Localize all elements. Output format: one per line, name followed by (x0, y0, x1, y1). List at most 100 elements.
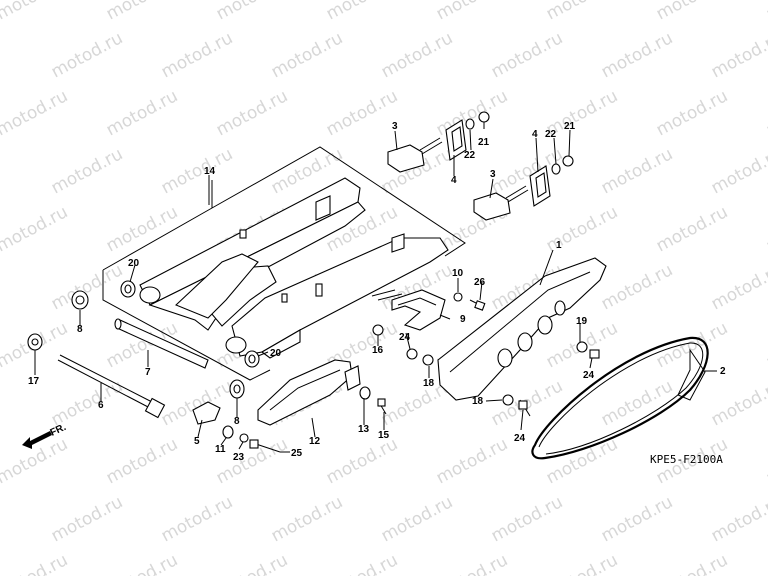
watermark-text: motod.ru (763, 550, 768, 576)
callout-21-right: 21 (564, 121, 576, 132)
watermark-text: motod.ru (0, 202, 71, 256)
callout-24-upper: 24 (399, 332, 411, 343)
watermark-text: motod.ru (103, 434, 181, 488)
callout-6: 6 (98, 400, 104, 411)
callout-25: 25 (291, 448, 303, 459)
spacer-right (229, 379, 245, 399)
nut-16 (372, 324, 384, 336)
bolt-25 (249, 439, 281, 453)
callout-18-lower: 18 (472, 396, 484, 407)
callout-9: 9 (460, 314, 466, 325)
collar-19 (576, 341, 588, 353)
callout-24-right: 24 (583, 370, 595, 381)
watermark-text: motod.ru (543, 550, 621, 576)
diagram-code: KPE5-F2100A (650, 453, 723, 466)
watermark-text: motod.ru (763, 434, 768, 488)
pivot-nut (27, 333, 43, 351)
watermark-text: motod.ru (323, 434, 401, 488)
pivot-bolt (57, 354, 166, 419)
callout-26: 26 (474, 277, 486, 288)
watermark-text: motod.ru (598, 492, 676, 546)
callout-17: 17 (28, 376, 40, 387)
watermark-text: motod.ru (763, 86, 768, 140)
watermark-text: motod.ru (213, 86, 291, 140)
bushing-upper-left (120, 280, 136, 298)
guide-5 (192, 401, 221, 425)
watermark-text: motod.ru (708, 376, 768, 430)
watermark-text: motod.ru (763, 0, 768, 24)
watermark-text: motod.ru (653, 550, 731, 576)
watermark-text: motod.ru (708, 144, 768, 198)
adjuster-nut-right (562, 155, 574, 167)
watermark-text: motod.ru (103, 86, 181, 140)
drive-chain (531, 336, 709, 460)
callout-12: 12 (309, 436, 321, 447)
chain-slider-bracket (391, 289, 446, 331)
callout-16: 16 (372, 345, 384, 356)
watermark-text: motod.ru (708, 492, 768, 546)
watermark-text: motod.ru (268, 492, 346, 546)
callout-20-upper: 20 (128, 258, 140, 269)
callout-3-left: 3 (392, 121, 398, 132)
watermark-text: motod.ru (598, 260, 676, 314)
watermark-text: motod.ru (48, 376, 126, 430)
watermark-text: motod.ru (158, 28, 236, 82)
adjuster-nut-left (478, 111, 490, 123)
callout-2: 2 (720, 366, 726, 377)
callout-7: 7 (145, 367, 151, 378)
callout-3-right: 3 (490, 169, 496, 180)
callout-20-lower: 20 (270, 348, 282, 359)
callout-8-left: 8 (77, 324, 83, 335)
watermark-text: motod.ru (708, 260, 768, 314)
bolt-24-case (589, 349, 600, 359)
watermark-text: motod.ru (323, 0, 401, 24)
watermark-text: motod.ru (763, 318, 768, 372)
pivot-collar (114, 318, 209, 369)
watermark-text: motod.ru (763, 202, 768, 256)
watermark-text: motod.ru (598, 376, 676, 430)
bolt-10 (453, 292, 463, 302)
watermark-text: motod.ru (158, 492, 236, 546)
watermark-text: motod.ru (213, 0, 291, 24)
swingarm (139, 177, 449, 359)
watermark-text: motod.ru (48, 28, 126, 82)
watermark-text: motod.ru (48, 144, 126, 198)
watermark-text: motod.ru (433, 86, 511, 140)
callout-19: 19 (576, 316, 588, 327)
watermark-text: motod.ru (158, 144, 236, 198)
watermark-text: motod.ru (323, 86, 401, 140)
chain-case (437, 257, 607, 401)
watermark-text: motod.ru (543, 434, 621, 488)
leader-lines (34, 122, 717, 453)
adjuster-washer-left (465, 118, 475, 130)
adjuster-plate-right (529, 165, 551, 207)
callout-4-right: 4 (532, 129, 538, 140)
watermark-text: motod.ru (433, 0, 511, 24)
watermark-text: motod.ru (323, 550, 401, 576)
callout-14-text: 14 (204, 166, 216, 177)
spacer-left (71, 290, 89, 310)
watermark-text: motod.ru (0, 86, 71, 140)
callout-22-right: 22 (545, 129, 557, 140)
screw-15 (377, 398, 387, 415)
watermark-text: motod.ru (488, 492, 566, 546)
watermark-text: motod.ru (543, 202, 621, 256)
chain-slider (257, 359, 361, 426)
callout-4-left: 4 (451, 175, 457, 186)
callout-22-left: 22 (464, 150, 476, 161)
watermark-text: motod.ru (653, 86, 731, 140)
watermark-text: motod.ru (103, 550, 181, 576)
watermark-text: motod.ru (48, 492, 126, 546)
bushing-lower-right (244, 350, 260, 368)
swingarm-outline-box (102, 146, 466, 381)
watermark-text: motod.ru (433, 550, 511, 576)
watermark-text: motod.ru (103, 0, 181, 24)
callout-numbers: 1 2 3 3 4 4 5 6 7 8 8 9 10 11 12 13 14 1… (28, 121, 726, 463)
watermark-text: motod.ru (708, 28, 768, 82)
bolt-26 (469, 299, 486, 311)
watermark-text: motod.ru (433, 434, 511, 488)
chain-adjuster-right (473, 185, 529, 221)
